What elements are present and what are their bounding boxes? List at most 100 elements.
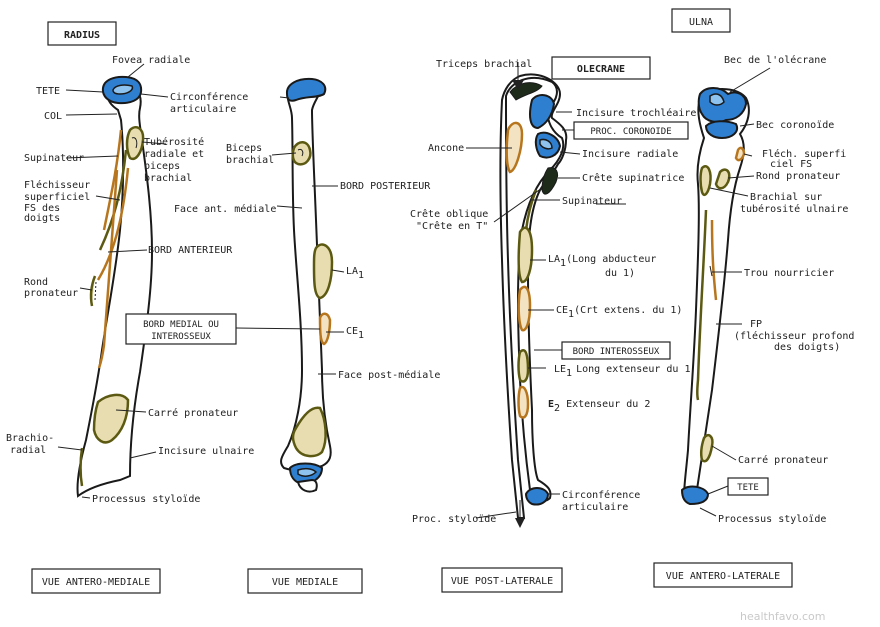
label-brachial-2: tubérosité ulnaire — [740, 203, 848, 215]
olecranon-beak-cartilage — [697, 87, 748, 123]
label-rond-1: Rond — [24, 277, 48, 288]
label-bord-posterieur: BORD POSTERIEUR — [340, 181, 431, 192]
svg-text:BORD INTEROSSEUX: BORD INTEROSSEUX — [573, 347, 660, 357]
label-supinateur: Supinateur — [24, 153, 84, 164]
radius-antero-medial-view: Fovea radiale TETE Circonférence articul… — [6, 55, 254, 594]
label-ulna-circ-1: Circonférence — [562, 489, 640, 501]
label-ce1: CE1 — [346, 326, 364, 341]
label-la1: LA1 — [346, 266, 364, 281]
label-biceps-1: Biceps — [226, 143, 262, 154]
label-circonference-2: articulaire — [170, 104, 236, 115]
label-ce1-ulna: CE1(Crt extens. du 1) — [556, 305, 682, 320]
le1-area — [517, 349, 530, 383]
supinator-crest — [541, 167, 559, 195]
label-la1-ulna-2: du 1) — [605, 268, 635, 279]
ulna-title: ULNA — [671, 8, 731, 33]
caption-vue-post-laterale: VUE POST-LATERALE — [441, 567, 563, 593]
label-ancone: Ancone — [428, 143, 464, 154]
fs-small-area — [734, 146, 746, 162]
radius-medial-bone — [280, 80, 332, 472]
label-carre-pronateur: Carré pronateur — [148, 407, 238, 419]
radius-medial-view: Biceps brachial BORD POSTERIEUR Face ant… — [125, 77, 440, 594]
label-flechisseur-4: doigts — [24, 213, 60, 224]
label-brachio-2: radial — [10, 445, 46, 456]
svg-text:VUE ANTERO-MEDIALE: VUE ANTERO-MEDIALE — [42, 577, 150, 588]
label-supinateur-ulna: Supinateur — [562, 196, 622, 207]
label-face-ant-mediale: Face ant. médiale — [174, 203, 276, 215]
svg-text:OLECRANE: OLECRANE — [577, 64, 625, 75]
caption-vue-antero-mediale: VUE ANTERO-MEDIALE — [31, 568, 161, 594]
label-fp-3: des doigts) — [774, 342, 840, 353]
proc-coronoide-box: PROC. CORONOIDE — [573, 121, 689, 140]
la1-ulna-area — [517, 226, 534, 284]
bord-interosseux-box: BORD INTEROSSEUX — [561, 341, 671, 360]
label-flech-superf-1: Fléch. superfi — [762, 148, 846, 160]
brachial-tuberosity — [699, 165, 712, 196]
label-incisure-trochleaire: Incisure trochléaire — [576, 107, 696, 119]
label-rond-pronateur-ulna: Rond pronateur — [756, 171, 840, 182]
label-face-post-mediale: Face post-médiale — [338, 369, 440, 381]
label-bec-olecrane: Bec de l'olécrane — [724, 54, 826, 66]
label-flechisseur-2: superficiel — [24, 192, 90, 203]
nutrient-foramen — [709, 265, 713, 277]
radius-medial-styloid — [296, 478, 318, 493]
ulna-post-lateral-view: Triceps brachial Incisure trochléaire An… — [410, 56, 696, 593]
label-bec-coronoide: Bec coronoïde — [756, 120, 834, 131]
label-tuberosite-2: radiale et — [144, 149, 204, 160]
fp-line-ochre — [710, 219, 718, 301]
label-flechisseur-3: FS des — [24, 203, 60, 214]
radius-title: RADIUS — [47, 21, 117, 46]
label-processus-styloide-ulna: Processus styloïde — [718, 514, 826, 525]
ulna-head-cartilage — [680, 485, 710, 506]
label-tete: TETE — [36, 86, 60, 97]
svg-text:VUE POST-LATERALE: VUE POST-LATERALE — [451, 576, 553, 587]
label-fp-2: (fléchisseur profond — [734, 330, 854, 342]
medial-pq-area — [291, 406, 327, 458]
label-col: COL — [44, 111, 62, 122]
label-tuberosite-3: biceps — [144, 161, 180, 172]
olecranon-cartilage — [529, 94, 556, 130]
label-crete-supinatrice: Crête supinatrice — [582, 172, 684, 184]
svg-text:ULNA: ULNA — [689, 17, 713, 28]
svg-text:RADIUS: RADIUS — [64, 30, 100, 41]
fp-line — [696, 209, 708, 401]
ulna-antero-lateral-view: Bec de l'olécrane Bec coronoïde Fléch. s… — [653, 54, 854, 588]
svg-text:VUE ANTERO-LATERALE: VUE ANTERO-LATERALE — [666, 571, 780, 582]
label-processus-styloide: Processus styloïde — [92, 494, 200, 505]
radius-medial-head-cartilage — [285, 77, 327, 102]
label-crete-oblique-1: Crête oblique — [410, 208, 488, 220]
label-brachial-1: Brachial sur — [750, 192, 822, 203]
pronator-teres-ulna — [714, 168, 731, 190]
label-rond-2: pronateur — [24, 288, 78, 299]
caption-vue-mediale: VUE MEDIALE — [247, 568, 363, 594]
tete-box: TETE — [727, 477, 769, 496]
label-crete-oblique-2: "Crête en T" — [416, 220, 488, 232]
ulna-pq-area — [699, 434, 714, 463]
label-triceps-brachial: Triceps brachial — [436, 59, 532, 70]
label-proc-styloide: Proc. styloïde — [412, 514, 496, 525]
label-tuberosite-4: brachial — [144, 173, 192, 184]
olecrane-box: OLECRANE — [551, 56, 651, 80]
anconeus-area — [505, 121, 524, 174]
la1-area — [312, 243, 334, 300]
bicipital-tuberosity — [291, 141, 312, 166]
pronator-quadratus-insertion — [92, 393, 130, 444]
radial-tuberosity — [125, 126, 145, 161]
label-flechisseur-1: Fléchisseur — [24, 179, 90, 191]
label-fovea-radiale: Fovea radiale — [112, 55, 190, 66]
caption-vue-antero-laterale: VUE ANTERO-LATERALE — [653, 562, 793, 588]
supinator-insertion — [102, 129, 123, 231]
label-fp-1: FP — [750, 319, 762, 330]
e2-area — [517, 385, 530, 419]
svg-text:TETE: TETE — [737, 483, 759, 493]
label-bord-anterieur: BORD ANTERIEUR — [148, 245, 233, 256]
ce1-area — [318, 312, 332, 346]
bord-medial-box: BORD MEDIAL OU INTEROSSEUX — [125, 313, 237, 345]
label-brachio-1: Brachio- — [6, 433, 54, 444]
svg-text:PROC. CORONOIDE: PROC. CORONOIDE — [590, 127, 671, 137]
label-tuberosite-1: Tubérosité — [144, 136, 204, 148]
ulna-distal-cartilage — [524, 487, 550, 506]
coronoid-beak-cartilage — [704, 120, 738, 140]
